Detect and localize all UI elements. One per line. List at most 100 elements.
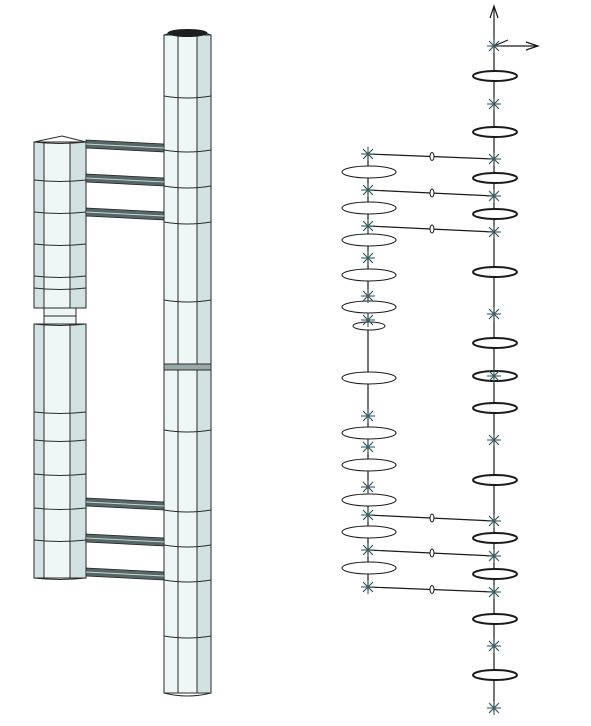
- star-stroke: [488, 586, 500, 598]
- secondary-column-section: [341, 300, 397, 314]
- short-column-face: [43, 141, 71, 309]
- star-stroke: [488, 153, 500, 165]
- star-stroke: [488, 226, 500, 238]
- link-midpoint: [429, 585, 435, 594]
- star-stroke: [488, 190, 500, 202]
- short-column-segment-line: [33, 275, 87, 278]
- beam-highlight: [85, 501, 165, 507]
- short-column-face: [33, 141, 45, 309]
- short-column-segment-line: [33, 141, 87, 144]
- main-column-section: [472, 126, 518, 138]
- short-column-face: [69, 323, 87, 579]
- short-column-segment-line: [33, 539, 87, 542]
- secondary-column-section: [341, 493, 397, 507]
- tall-column-segment-line: [163, 579, 212, 583]
- tall-column-segment-line: [163, 509, 212, 513]
- node-star-marker: [361, 508, 375, 522]
- star-stroke: [488, 640, 500, 652]
- secondary-column-section: [352, 321, 386, 331]
- star-stroke: [362, 581, 374, 593]
- short-column-segment-line: [33, 473, 87, 476]
- star-stroke: [362, 252, 374, 264]
- node-star-marker: [487, 307, 501, 321]
- node-star-marker: [361, 543, 375, 557]
- main-column-section: [472, 337, 518, 349]
- node-star-marker: [361, 480, 375, 494]
- star-stroke: [488, 98, 500, 110]
- star-stroke: [362, 410, 374, 422]
- short-column: [33, 135, 87, 580]
- node-star-marker: [487, 639, 501, 653]
- short-column-segment-line: [33, 439, 87, 442]
- secondary-column-section: [341, 426, 397, 440]
- short-column-segment-line: [33, 577, 87, 580]
- star-stroke: [488, 550, 500, 562]
- tall-column-segment-line: [163, 299, 212, 303]
- main-column-section: [472, 402, 518, 414]
- node-star-marker: [361, 289, 375, 303]
- node-star-marker: [487, 369, 501, 383]
- link-midpoint: [429, 548, 435, 558]
- secondary-column-section: [341, 525, 397, 539]
- node-star-marker: [487, 189, 501, 203]
- tall-column-splice-band: [163, 363, 212, 371]
- star-stroke: [362, 148, 374, 160]
- node-star-marker: [487, 39, 501, 53]
- short-column-top-edge: [33, 135, 87, 143]
- main-column-section: [472, 474, 518, 486]
- node-star-marker: [487, 97, 501, 111]
- star-stroke: [362, 441, 374, 453]
- tall-column-segment-line: [163, 149, 212, 153]
- main-column-section: [472, 266, 518, 278]
- star-stroke: [362, 481, 374, 493]
- node-star-marker: [487, 225, 501, 239]
- tall-column-segment-line: [163, 221, 212, 225]
- secondary-column-section: [341, 561, 397, 575]
- beam-highlight: [85, 177, 165, 183]
- main-column-section: [472, 568, 518, 580]
- secondary-column-section: [341, 458, 397, 472]
- node-star-marker: [361, 580, 375, 594]
- tall-column-bottom-edge: [163, 692, 212, 697]
- section-ellipses: [341, 70, 518, 681]
- beam-highlight: [85, 537, 165, 543]
- x-axis-arrow: [525, 41, 540, 51]
- star-stroke: [488, 308, 500, 320]
- tall-column-cap: [167, 29, 208, 37]
- short-column-face: [69, 141, 87, 309]
- star-stroke: [488, 370, 500, 382]
- node-star-marker: [361, 313, 375, 327]
- axes-triad: [367, 4, 540, 712]
- beam-highlight: [85, 571, 165, 577]
- link-midpoint: [429, 513, 435, 523]
- star-stroke: [488, 40, 500, 52]
- connector-links: [367, 152, 495, 594]
- main-column-section: [472, 532, 518, 544]
- main-column-section: [472, 669, 518, 681]
- tall-column-segment-line: [163, 635, 212, 639]
- star-stroke: [488, 702, 500, 714]
- link-midpoint: [429, 152, 435, 161]
- short-column-segment-line: [33, 211, 87, 214]
- short-column-segment-line: [33, 179, 87, 182]
- secondary-column-section: [341, 201, 397, 215]
- short-column-segment-line: [33, 323, 87, 326]
- wireframe-model: [341, 4, 540, 715]
- main-column-section: [472, 70, 518, 82]
- node-star-marker: [361, 409, 375, 423]
- short-column-segment-line: [33, 411, 87, 414]
- short-column-segment-line: [33, 287, 87, 290]
- solid-model: [33, 29, 212, 697]
- connecting-beams: [85, 139, 165, 581]
- beam-highlight: [85, 143, 165, 149]
- z-axis-arrow: [489, 4, 499, 19]
- secondary-column-section: [341, 165, 397, 179]
- short-column-face: [43, 323, 71, 579]
- main-column-section: [472, 208, 518, 220]
- node-markers: [361, 39, 501, 715]
- node-star-marker: [361, 183, 375, 197]
- star-stroke: [488, 515, 500, 527]
- node-star-marker: [361, 440, 375, 454]
- tall-column-segment-line: [163, 544, 212, 548]
